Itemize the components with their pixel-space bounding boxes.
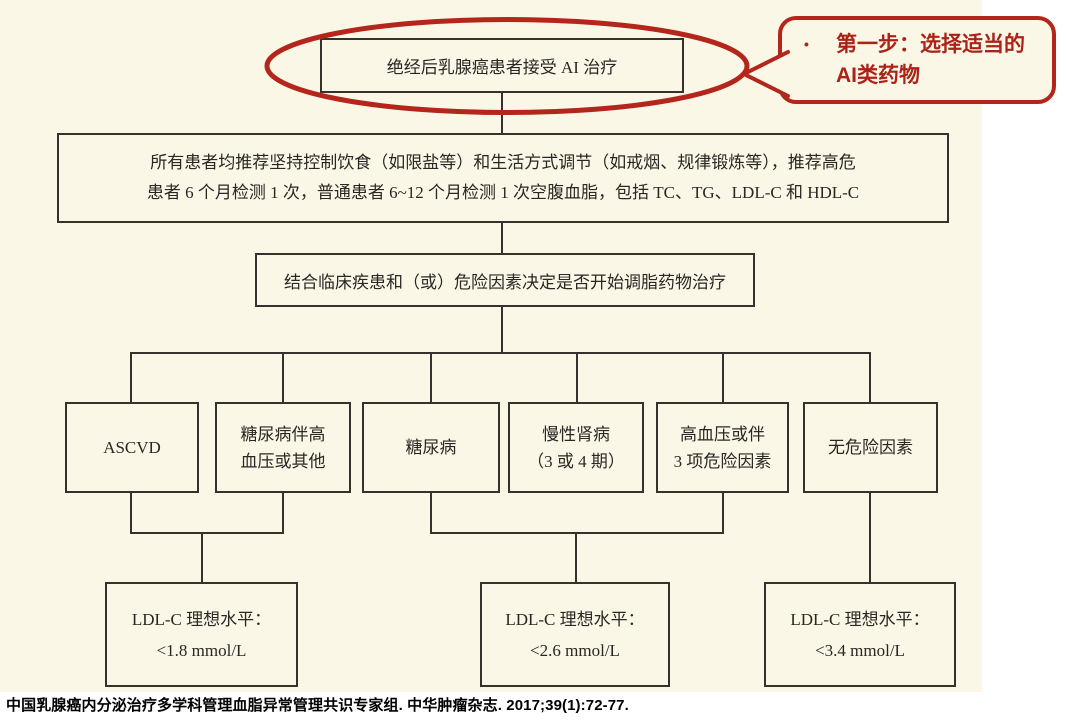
risk-box-diabetes-hypertension-line-1: 糖尿病伴高 xyxy=(240,424,326,444)
callout-step1-text: 第一步：选择适当的 xyxy=(836,33,1025,56)
risk-box-ascvd: ASCVD xyxy=(65,402,199,493)
risk-box-diabetes-hypertension-line-2: 血压或其他 xyxy=(240,451,326,471)
risk-box-diabetes-label: 糖尿病 xyxy=(405,438,457,457)
risk-box-hypertension-risk-factors: 高血压或伴 3 项危险因素 xyxy=(656,402,789,493)
flow-box-monitoring: 所有患者均推荐坚持控制饮食（如限盐等）和生活方式调节（如戒烟、规律锻炼等），推荐… xyxy=(57,133,949,223)
flow-box-ai-treatment-label: 绝经后乳腺癌患者接受 AI 治疗 xyxy=(386,58,618,77)
target-3-line-2: <3.4 mmol/L xyxy=(815,640,905,660)
risk-box-hypertension-line-2: 3 项危险因素 xyxy=(673,451,772,471)
callout-line-2: AI类药物 xyxy=(836,64,920,87)
citation-text: 中国乳腺癌内分泌治疗多学科管理血脂异常管理共识专家组. 中华肿瘤杂志. 2017… xyxy=(6,697,629,714)
target-1-line-2: <1.8 mmol/L xyxy=(156,640,247,660)
target-box-ldl-under-2-6: LDL-C 理想水平： <2.6 mmol/L xyxy=(480,582,670,687)
risk-box-diabetes: 糖尿病 xyxy=(362,402,500,493)
risk-box-no-risk-factor-label: 无危险因素 xyxy=(828,438,913,457)
risk-box-ckd-line-1: 慢性肾病 xyxy=(542,424,610,444)
monitoring-line-1: 所有患者均推荐坚持控制饮食（如限盐等）和生活方式调节（如戒烟、规律锻炼等），推荐… xyxy=(150,153,856,172)
target-2-line-1: LDL-C 理想水平： xyxy=(505,609,645,629)
risk-box-diabetes-hypertension: 糖尿病伴高 血压或其他 xyxy=(215,402,351,493)
target-1-line-1: LDL-C 理想水平： xyxy=(131,609,272,629)
risk-box-no-risk-factor: 无危险因素 xyxy=(803,402,938,493)
risk-box-chronic-kidney-disease: 慢性肾病 （3 或 4 期） xyxy=(508,402,644,493)
risk-box-ckd-line-2: （3 或 4 期） xyxy=(527,451,625,471)
target-3-line-1: LDL-C 理想水平： xyxy=(790,609,930,629)
risk-box-ascvd-label: ASCVD xyxy=(103,438,161,457)
flow-box-ai-treatment: 绝经后乳腺癌患者接受 AI 治疗 xyxy=(320,38,684,93)
monitoring-line-2: 患者 6 个月检测 1 次，普通患者 6~12 个月检测 1 次空腹血脂，包括 … xyxy=(146,183,860,202)
target-2-line-2: <2.6 mmol/L xyxy=(530,640,620,660)
risk-box-hypertension-line-1: 高血压或伴 xyxy=(680,424,765,444)
flow-box-decision: 结合临床疾患和（或）危险因素决定是否开始调脂药物治疗 xyxy=(255,253,755,307)
callout-line-1: • 第一步：选择适当的 xyxy=(782,29,1052,60)
target-box-ldl-under-3-4: LDL-C 理想水平： <3.4 mmol/L xyxy=(764,582,956,687)
callout-step1: • 第一步：选择适当的 AI类药物 xyxy=(778,16,1056,104)
bullet-icon: • xyxy=(804,36,809,52)
target-box-ldl-under-1-8: LDL-C 理想水平： <1.8 mmol/L xyxy=(105,582,298,687)
flow-box-decision-label: 结合临床疾患和（或）危险因素决定是否开始调脂药物治疗 xyxy=(284,272,726,292)
